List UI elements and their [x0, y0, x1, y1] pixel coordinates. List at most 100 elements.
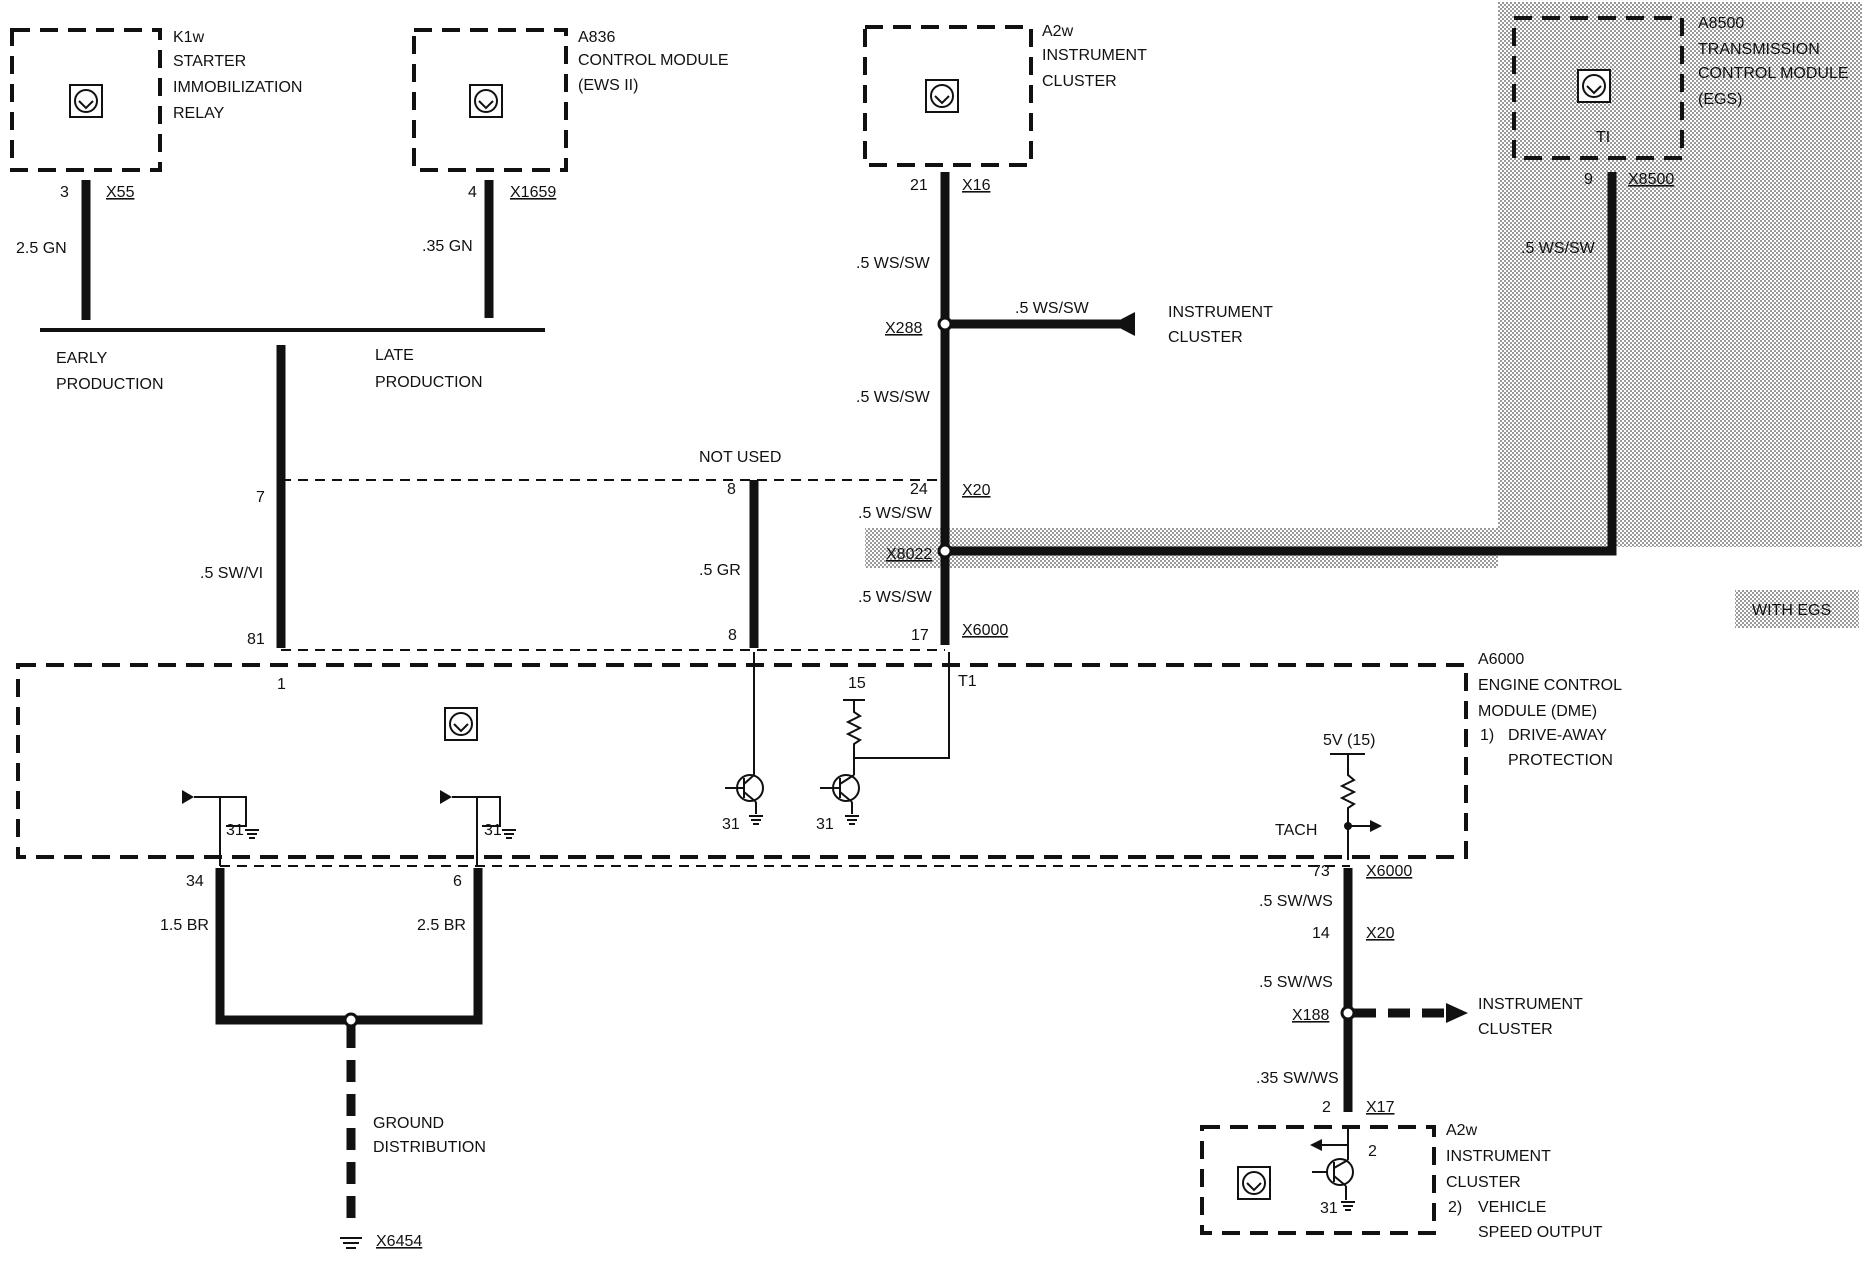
wire-label-gr: .5 GR [699, 562, 741, 579]
wire-label-sw-ws-a: .5 SW/WS [1259, 893, 1333, 910]
arrow-left-icon [1310, 1139, 1322, 1151]
k1w-label-1: STARTER [173, 53, 246, 70]
a2w-bottom-wire-label: .35 SW/WS [1256, 1070, 1339, 1087]
a2w-bottom-box [1200, 1125, 1436, 1235]
arrow-right-icon [1446, 1003, 1468, 1023]
k1w-id: K1w [173, 29, 205, 46]
x20-bottom-label: X20 [1366, 925, 1395, 942]
tach-label: TACH [1275, 822, 1317, 839]
tach-circuit: 5V (15) TACH [1275, 732, 1382, 860]
ground-icon [845, 815, 859, 825]
a836-pin: 4 [468, 184, 477, 201]
ic-low-label-2: CLUSTER [1478, 1021, 1553, 1038]
a8500-id: A8500 [1698, 15, 1744, 32]
a8500-pin: 9 [1584, 171, 1593, 188]
a2w-top-connector: X16 [962, 177, 991, 194]
a8500-connector: X8500 [1628, 171, 1674, 188]
ground-icon [340, 1237, 362, 1249]
x6000-top-label: X6000 [962, 622, 1008, 639]
a2w-bottom-id: A2w [1446, 1122, 1478, 1139]
ground-dist-label-1: GROUND [373, 1115, 444, 1132]
ground-icon [1341, 1201, 1355, 1211]
late-label-1: LATE [375, 347, 414, 364]
pin-24: 24 [910, 481, 928, 498]
a8500-component: TI A8500 TRANSMISSION CONTROL MODULE (EG… [1512, 15, 1849, 257]
a2w-bottom-note-2: SPEED OUTPUT [1478, 1224, 1603, 1241]
a836-label-2: (EWS II) [578, 77, 638, 94]
internal-ground-left: 31 [182, 790, 259, 866]
pin-8-bottom: 8 [728, 627, 737, 644]
a2w-top-id: A2w [1042, 23, 1074, 40]
wire-label-sw-vi: .5 SW/VI [200, 565, 263, 582]
ground-icon [749, 815, 763, 825]
a2w-top-component: A2w INSTRUMENT CLUSTER 21 X16 [863, 23, 1147, 194]
control-unit-icon [1577, 69, 1611, 103]
a2w-bottom-pin: 2 [1322, 1099, 1331, 1116]
a6000-note-2: PROTECTION [1508, 752, 1613, 769]
k1w-label-2: IMMOBILIZATION [173, 79, 302, 96]
a2w-top-label-1: INSTRUMENT [1042, 47, 1147, 64]
a8500-label-2: CONTROL MODULE [1698, 65, 1849, 82]
x20-top-label: X20 [962, 482, 991, 499]
wire-label-ws-sw-b: .5 WS/SW [1015, 300, 1090, 317]
transistor-t1: 15 31 [816, 652, 950, 833]
a6000-box [16, 663, 1468, 859]
wire-label-br-2: 2.5 BR [417, 917, 466, 934]
k1w-wire-label: 2.5 GN [16, 240, 67, 257]
a2w-bottom-note-num: 2) [1448, 1199, 1462, 1216]
pin-8-top: 8 [727, 481, 736, 498]
a8500-label-3: (EGS) [1698, 91, 1742, 108]
k1w-box [10, 28, 162, 172]
a6000-label-2: MODULE (DME) [1478, 703, 1597, 720]
pin-17: 17 [911, 627, 929, 644]
a2w-top-pin: 21 [910, 177, 928, 194]
ground-31-label: 31 [226, 822, 244, 839]
wire-label-ws-sw-d: .5 WS/SW [858, 505, 933, 522]
with-egs-legend-swatch [1735, 590, 1859, 628]
ground-31-label: 31 [484, 822, 502, 839]
ground-icon [245, 829, 259, 839]
early-label-1: EARLY [56, 350, 108, 367]
ic-low-label-1: INSTRUMENT [1478, 996, 1583, 1013]
arrow-right-icon [1370, 820, 1382, 832]
x8022-splice [937, 543, 953, 559]
k1w-component: K1w STARTER IMMOBILIZATION RELAY 3 X55 2… [10, 28, 302, 257]
pin-6: 6 [453, 873, 462, 890]
control-unit-icon [469, 84, 503, 118]
a8500-label-1: TRANSMISSION [1698, 41, 1820, 58]
wire-label-sw-ws-b: .5 SW/WS [1259, 974, 1333, 991]
x188-splice [1340, 1005, 1356, 1021]
x6454-label: X6454 [376, 1233, 422, 1250]
t1-label: T1 [958, 673, 977, 690]
control-unit-icon [444, 707, 478, 741]
control-unit-icon [1237, 1166, 1271, 1200]
ground-31-label: 31 [816, 816, 834, 833]
a2w-bottom-component: .35 SW/WS 2 X17 2 31 A2w INSTRUMENT CLUS… [1200, 1070, 1603, 1241]
x6000-bottom-label: X6000 [1366, 863, 1412, 880]
pin-7: 7 [256, 489, 265, 506]
not-used-label: NOT USED [699, 449, 781, 466]
wire-label-ws-sw-e: .5 WS/SW [858, 589, 933, 606]
a2w-bottom-label-2: CLUSTER [1446, 1174, 1521, 1191]
a6000-id: A6000 [1478, 651, 1524, 668]
pin-14: 14 [1312, 925, 1330, 942]
a2w-top-label-2: CLUSTER [1042, 73, 1117, 90]
ground-splice [343, 1012, 359, 1028]
x8022-label: X8022 [886, 546, 932, 563]
transistor-gr: 31 [722, 652, 764, 833]
pin-1: 1 [277, 676, 286, 693]
wire-label-ws-sw-a: .5 WS/SW [856, 255, 931, 272]
wire-label-br-1: 1.5 BR [160, 917, 209, 934]
a836-component: A836 CONTROL MODULE (EWS II) 4 X1659 .35… [412, 28, 729, 255]
control-unit-icon [69, 84, 103, 118]
control-unit-icon [925, 79, 959, 113]
a2w-bottom-label-1: INSTRUMENT [1446, 1148, 1551, 1165]
a6000-note-1: DRIVE-AWAY [1508, 727, 1607, 744]
a8500-ti-label: TI [1596, 129, 1610, 146]
ic-right-label-1: INSTRUMENT [1168, 304, 1273, 321]
arrow-left-icon [1112, 312, 1135, 336]
a6000-component: A6000 ENGINE CONTROL MODULE (DME) 1) DRI… [16, 651, 1622, 859]
x288-label: X288 [885, 320, 922, 337]
pin-34: 34 [186, 873, 204, 890]
